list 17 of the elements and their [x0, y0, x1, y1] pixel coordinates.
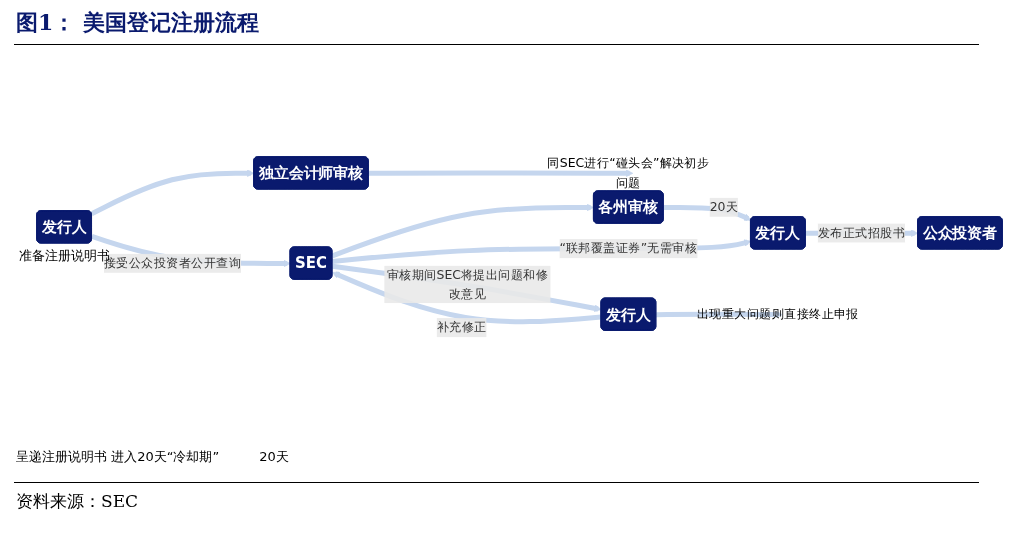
note-text: 20天 — [259, 448, 289, 466]
arrow — [332, 271, 602, 325]
edge-label: 审核期间SEC将提出问题和修改意见 — [386, 267, 549, 302]
edge-label: “联邦覆盖证券”无需审核 — [559, 240, 698, 256]
arrow — [368, 169, 634, 177]
node-text: 出现重大问题则直接终止申报 — [696, 306, 859, 322]
arrow — [656, 310, 783, 319]
edge-label: 补充修正 — [436, 319, 487, 335]
arrow — [90, 169, 255, 216]
figure-title: 图1： 美国登记注册流程 — [16, 8, 259, 37]
node-text: 同SEC进行“碰头会”解决初步问题 — [547, 155, 710, 190]
edge-label: 20天 — [709, 199, 738, 215]
source-caption: 资料来源：SEC — [16, 490, 139, 513]
arrow — [331, 203, 595, 259]
arrow — [332, 239, 752, 264]
note-text: 呈递注册说明书 进入20天“冷却期” — [16, 448, 220, 466]
edge-label: 发布正式招股书 — [817, 225, 906, 241]
